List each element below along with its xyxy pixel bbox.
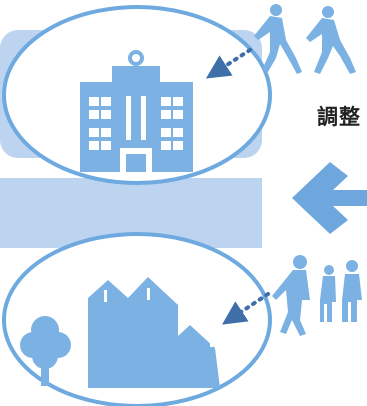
heading-text: 調整 (317, 105, 361, 129)
house-icon (88, 277, 220, 388)
school-building-icon (80, 50, 193, 172)
walking-people-icon (272, 255, 362, 336)
left-arrow-icon (292, 162, 367, 234)
tree-icon (20, 316, 71, 386)
walking-people-icon (254, 4, 356, 74)
dotted-arrow-icon (205, 48, 270, 325)
